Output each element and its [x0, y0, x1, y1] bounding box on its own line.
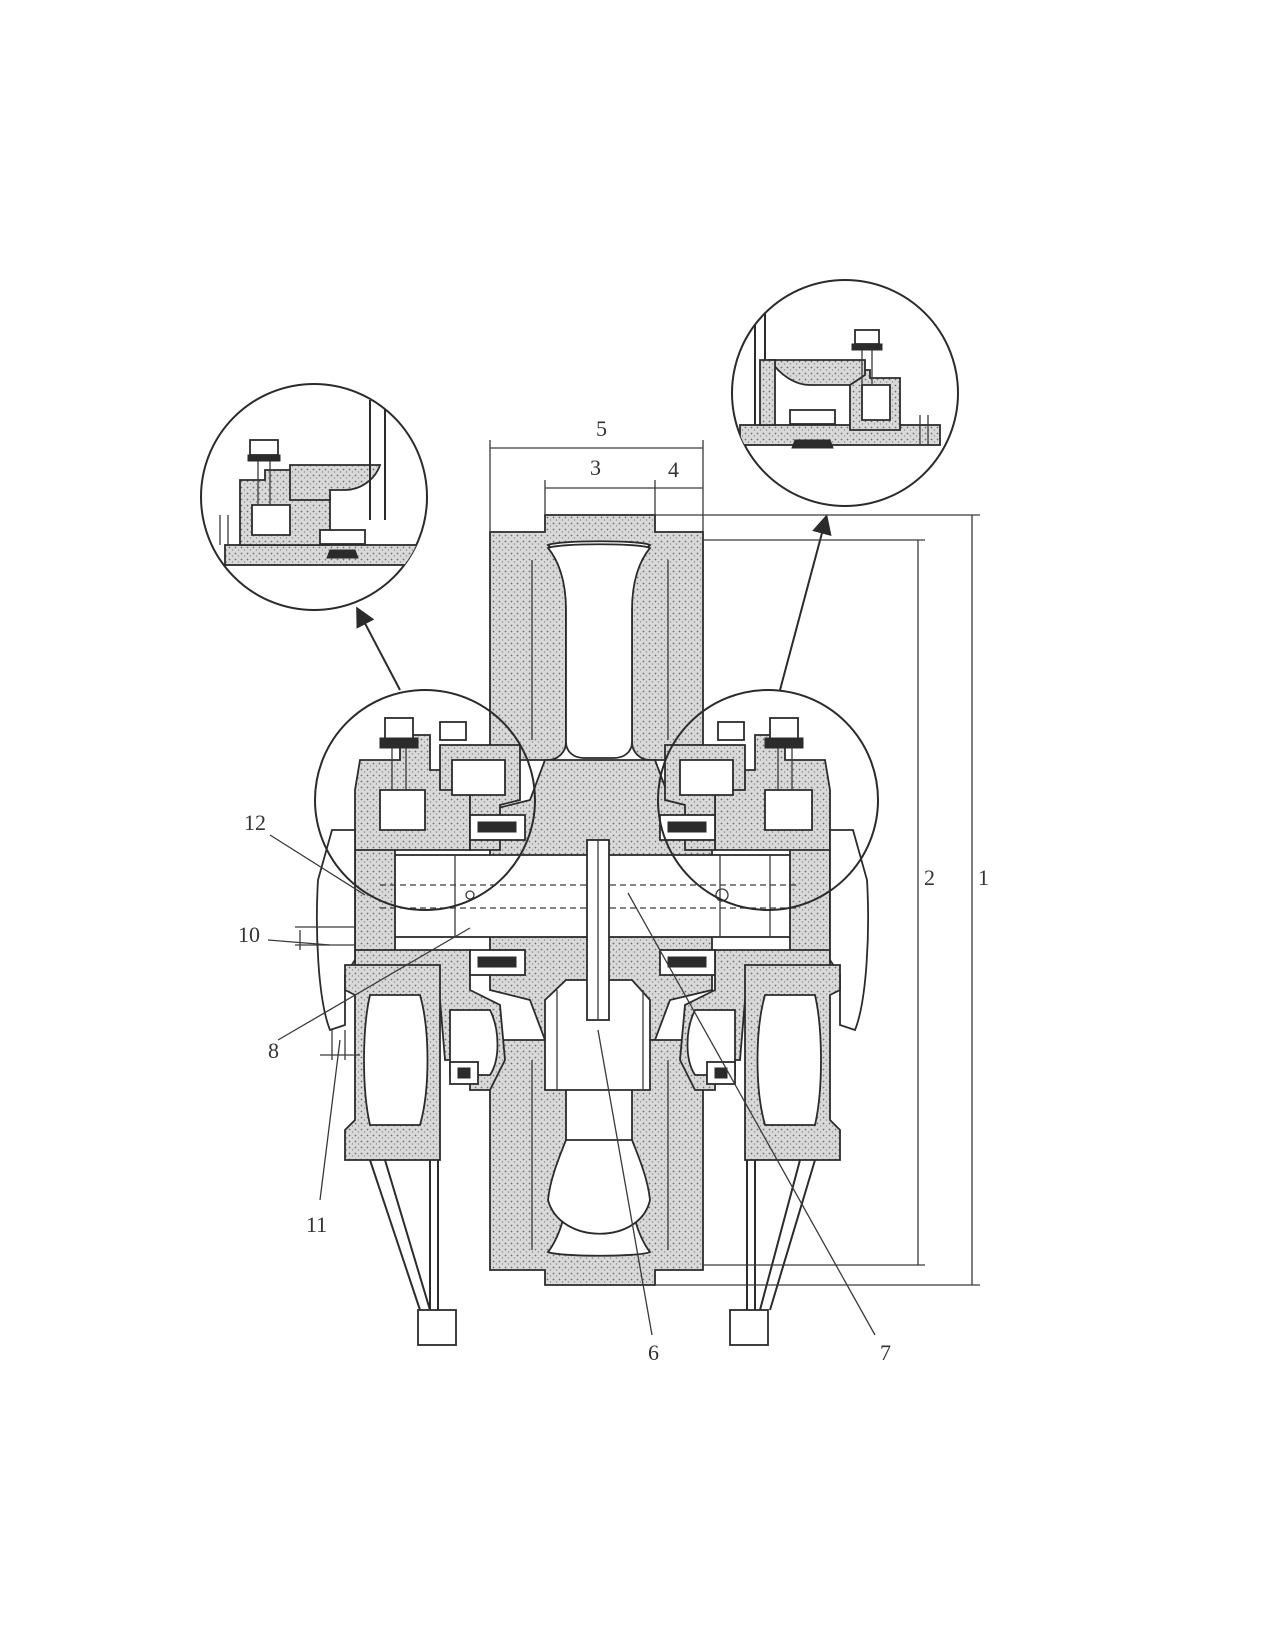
- label-2: 2: [924, 865, 935, 890]
- wheel-pocket-top: [546, 543, 652, 759]
- left-bolt-inner: [439, 721, 467, 741]
- detail-arrow-left: [356, 606, 401, 691]
- left-bolt-outer: [384, 717, 414, 741]
- label-1: 1: [978, 865, 989, 890]
- label-3: 3: [590, 455, 601, 480]
- wheel-pocket-bottom: [547, 1139, 651, 1235]
- label-6: 6: [648, 1340, 659, 1365]
- label-7: 7: [880, 1340, 891, 1365]
- label-5: 5: [596, 416, 607, 441]
- enlarged-detail-right: [731, 279, 959, 507]
- right-bearing-housing: [659, 717, 831, 1091]
- left-support-block: [417, 1309, 457, 1346]
- detail-circle-right: [657, 689, 879, 911]
- left-side-plate: [316, 829, 356, 1032]
- right-support-block: [729, 1309, 769, 1346]
- leader-lines: [267, 834, 876, 1336]
- wheel-pocket-middle: [544, 979, 651, 1091]
- axle-collar-right: [789, 839, 831, 953]
- right-side-plate: [829, 829, 869, 1032]
- detail-arrow-right: [779, 514, 832, 691]
- right-side-frame: [729, 829, 869, 1346]
- right-bolt-outer: [769, 717, 799, 741]
- left-side-frame: [316, 829, 457, 1346]
- axle-collar-left: [354, 839, 396, 953]
- detail-circle-left: [314, 689, 536, 911]
- dimension-lines: [295, 440, 980, 1286]
- label-4: 4: [668, 457, 679, 482]
- label-10: 10: [238, 922, 260, 947]
- right-bolt-inner: [717, 721, 745, 741]
- label-11: 11: [306, 1212, 327, 1237]
- enlarged-detail-left: [200, 383, 428, 611]
- label-12: 12: [244, 810, 266, 835]
- label-8: 8: [268, 1038, 279, 1063]
